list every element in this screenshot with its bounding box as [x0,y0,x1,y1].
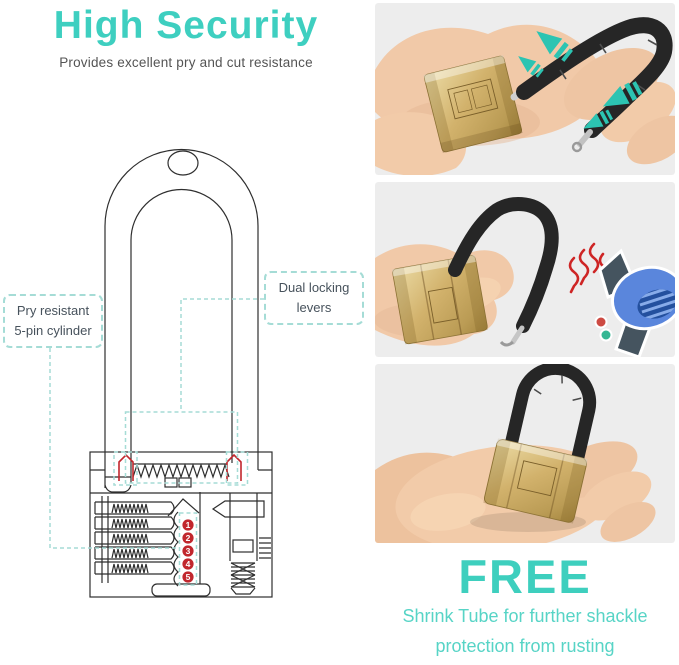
hair-dryer-icon [594,248,675,357]
promo-caption-line2: protection from rusting [435,636,615,656]
shrink-tube-covered-shackle [504,364,597,468]
pin-number-2: 2 [186,533,191,543]
brass-lock-body [423,55,523,153]
latch-and-screw [211,493,271,595]
page-title: High Security [53,4,319,47]
pin-stack-column [151,492,211,597]
padlock-cutaway-diagram: 1 2 3 4 5 [49,148,273,598]
diagram-shackle [104,148,259,493]
callout-right-line2: levers [296,300,332,315]
photo-step-finished-lock [375,364,675,543]
callout-connectors [49,298,264,586]
photo-step-heat-tube [375,182,675,357]
diagram-body [89,451,273,598]
shackle-tip [510,325,525,345]
pin-number-4: 4 [186,559,191,569]
pin-springs [95,496,174,583]
promo-headline: FREE [458,550,592,603]
brass-lock-body [392,254,488,345]
pin-number-3: 3 [186,546,191,556]
slide-direction-arrow-icons [518,31,643,129]
serration-zigzag [132,463,230,479]
shackle-tip [577,129,593,147]
callout-right-line1: Dual locking [278,280,350,295]
photo-step-slide-tube [375,3,675,175]
callout-left-line1: Pry resistant [16,303,90,318]
pin-number-1: 1 [186,520,191,530]
pin-number-5: 5 [186,572,191,582]
callout-dual-locking-levers: Dual locking levers [264,271,364,325]
callout-pry-resistant-cylinder: Pry resistant 5-pin cylinder [3,294,103,348]
callout-left-line2: 5-pin cylinder [14,323,92,338]
page-subtitle: Provides excellent pry and cut resistanc… [59,55,313,70]
promo-caption: Shrink Tube for further shackle protecti… [363,601,679,661]
finished-padlock [483,364,597,524]
shackle-top-hole [167,150,199,176]
promo-caption-line1: Shrink Tube for further shackle [402,606,648,626]
shrink-tube [448,197,559,347]
pin-numbers: 1 2 3 4 5 [182,519,194,583]
